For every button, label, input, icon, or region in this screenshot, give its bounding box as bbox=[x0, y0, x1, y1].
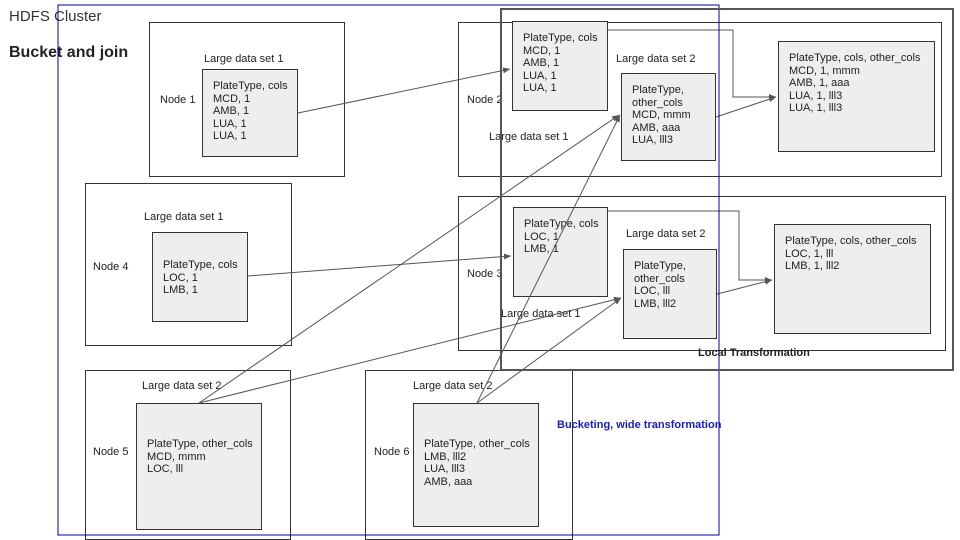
local-transformation-region bbox=[500, 8, 954, 371]
data-line: LOC, 1, lll bbox=[785, 247, 834, 260]
data-line: LUA, 1 bbox=[213, 117, 247, 130]
data-line: LUA, lll3 bbox=[632, 134, 673, 147]
bucketing-label: Bucketing, wide transformation bbox=[557, 419, 722, 431]
data-line: LUA, 1, lll3 bbox=[789, 102, 843, 115]
arrow-node2-set2-to-joined bbox=[715, 96, 777, 118]
data-line: LUA, 1 bbox=[213, 130, 247, 143]
node-2-label: Node 2 bbox=[467, 94, 503, 106]
data-line: PlateType, cols, other_cols bbox=[789, 52, 921, 64]
data-line: LOC, lll bbox=[634, 285, 671, 298]
data-line: LMB, 1, lll2 bbox=[785, 260, 840, 273]
data-line: MCD, mmm bbox=[632, 109, 691, 122]
data-line: LMB, lll2 bbox=[424, 450, 467, 463]
data-line: MCD, mmm bbox=[147, 450, 206, 463]
arrow-node3-set1-to-joined bbox=[608, 210, 772, 283]
cluster-title: HDFS Cluster bbox=[9, 8, 102, 25]
data-line: AMB, aaa bbox=[424, 475, 473, 488]
data-line: PlateType, cols, other_cols bbox=[785, 235, 917, 247]
data-line: AMB, 1, aaa bbox=[789, 77, 850, 90]
node-5-label: Node 5 bbox=[93, 446, 129, 458]
data-line: other_cols bbox=[632, 96, 683, 109]
data-line: LMB, 1 bbox=[163, 284, 198, 297]
node-1-set-label: Large data set 1 bbox=[204, 53, 284, 65]
node-3-set2-label: Large data set 2 bbox=[626, 228, 706, 240]
data-line: PlateType, cols bbox=[163, 259, 238, 271]
arrow-node3-set2-to-joined bbox=[716, 278, 773, 295]
node-2-set1-label: Large data set 1 bbox=[489, 131, 569, 143]
node-6-set-label: Large data set 2 bbox=[413, 380, 493, 392]
data-line: PlateType, bbox=[632, 84, 684, 96]
data-line: PlateType, cols bbox=[523, 32, 598, 44]
node-1-label: Node 1 bbox=[160, 94, 196, 106]
shuffle-arrows bbox=[198, 29, 777, 404]
arrow-node1-to-node2 bbox=[297, 67, 511, 114]
node-5-set-label: Large data set 2 bbox=[142, 380, 222, 392]
arrow-node5-to-node2 bbox=[198, 114, 620, 404]
data-line: MCD, 1, mmm bbox=[789, 64, 860, 77]
node-2-set2-label: Large data set 2 bbox=[616, 53, 696, 65]
data-line: AMB, aaa bbox=[632, 121, 681, 134]
data-line: PlateType, other_cols bbox=[147, 438, 253, 450]
data-line: LUA, 1 bbox=[523, 82, 557, 95]
data-line: LUA, 1, lll3 bbox=[789, 89, 843, 102]
arrow-node4-to-node3 bbox=[247, 253, 512, 277]
node-3-set1-label: Large data set 1 bbox=[501, 308, 581, 320]
data-line: LMB, lll2 bbox=[634, 297, 677, 310]
data-line: PlateType, bbox=[634, 260, 686, 272]
data-line: LOC, lll bbox=[147, 463, 184, 476]
data-line: other_cols bbox=[634, 272, 685, 285]
data-line: LOC, 1 bbox=[163, 271, 198, 284]
data-line: PlateType, cols bbox=[524, 218, 599, 230]
arrow-node2-set1-to-joined bbox=[608, 29, 776, 100]
arrow-node5-to-node3 bbox=[198, 296, 622, 404]
node-4-label: Node 4 bbox=[93, 261, 129, 273]
diagram-subtitle: Bucket and join bbox=[9, 44, 129, 61]
node-6-label: Node 6 bbox=[374, 446, 410, 458]
data-line: LMB, 1 bbox=[524, 243, 559, 256]
local-transformation-label: Local Transformation bbox=[698, 347, 810, 359]
data-line: PlateType, cols bbox=[213, 80, 288, 92]
data-line: LUA, lll3 bbox=[424, 463, 465, 476]
data-line: LUA, 1 bbox=[523, 69, 557, 82]
data-line: PlateType, other_cols bbox=[424, 438, 530, 450]
arrow-node6-to-node3 bbox=[476, 297, 622, 404]
data-line: MCD, 1 bbox=[523, 44, 561, 57]
data-line: MCD, 1 bbox=[213, 92, 251, 105]
data-line: AMB, 1 bbox=[523, 57, 560, 70]
arrow-node6-to-node2 bbox=[476, 114, 621, 404]
data-line: AMB, 1 bbox=[213, 105, 250, 118]
node-3-label: Node 3 bbox=[467, 268, 503, 280]
node-4-set-label: Large data set 1 bbox=[144, 211, 224, 223]
bucketing-region bbox=[57, 4, 720, 536]
data-line: LOC, 1 bbox=[524, 230, 559, 243]
